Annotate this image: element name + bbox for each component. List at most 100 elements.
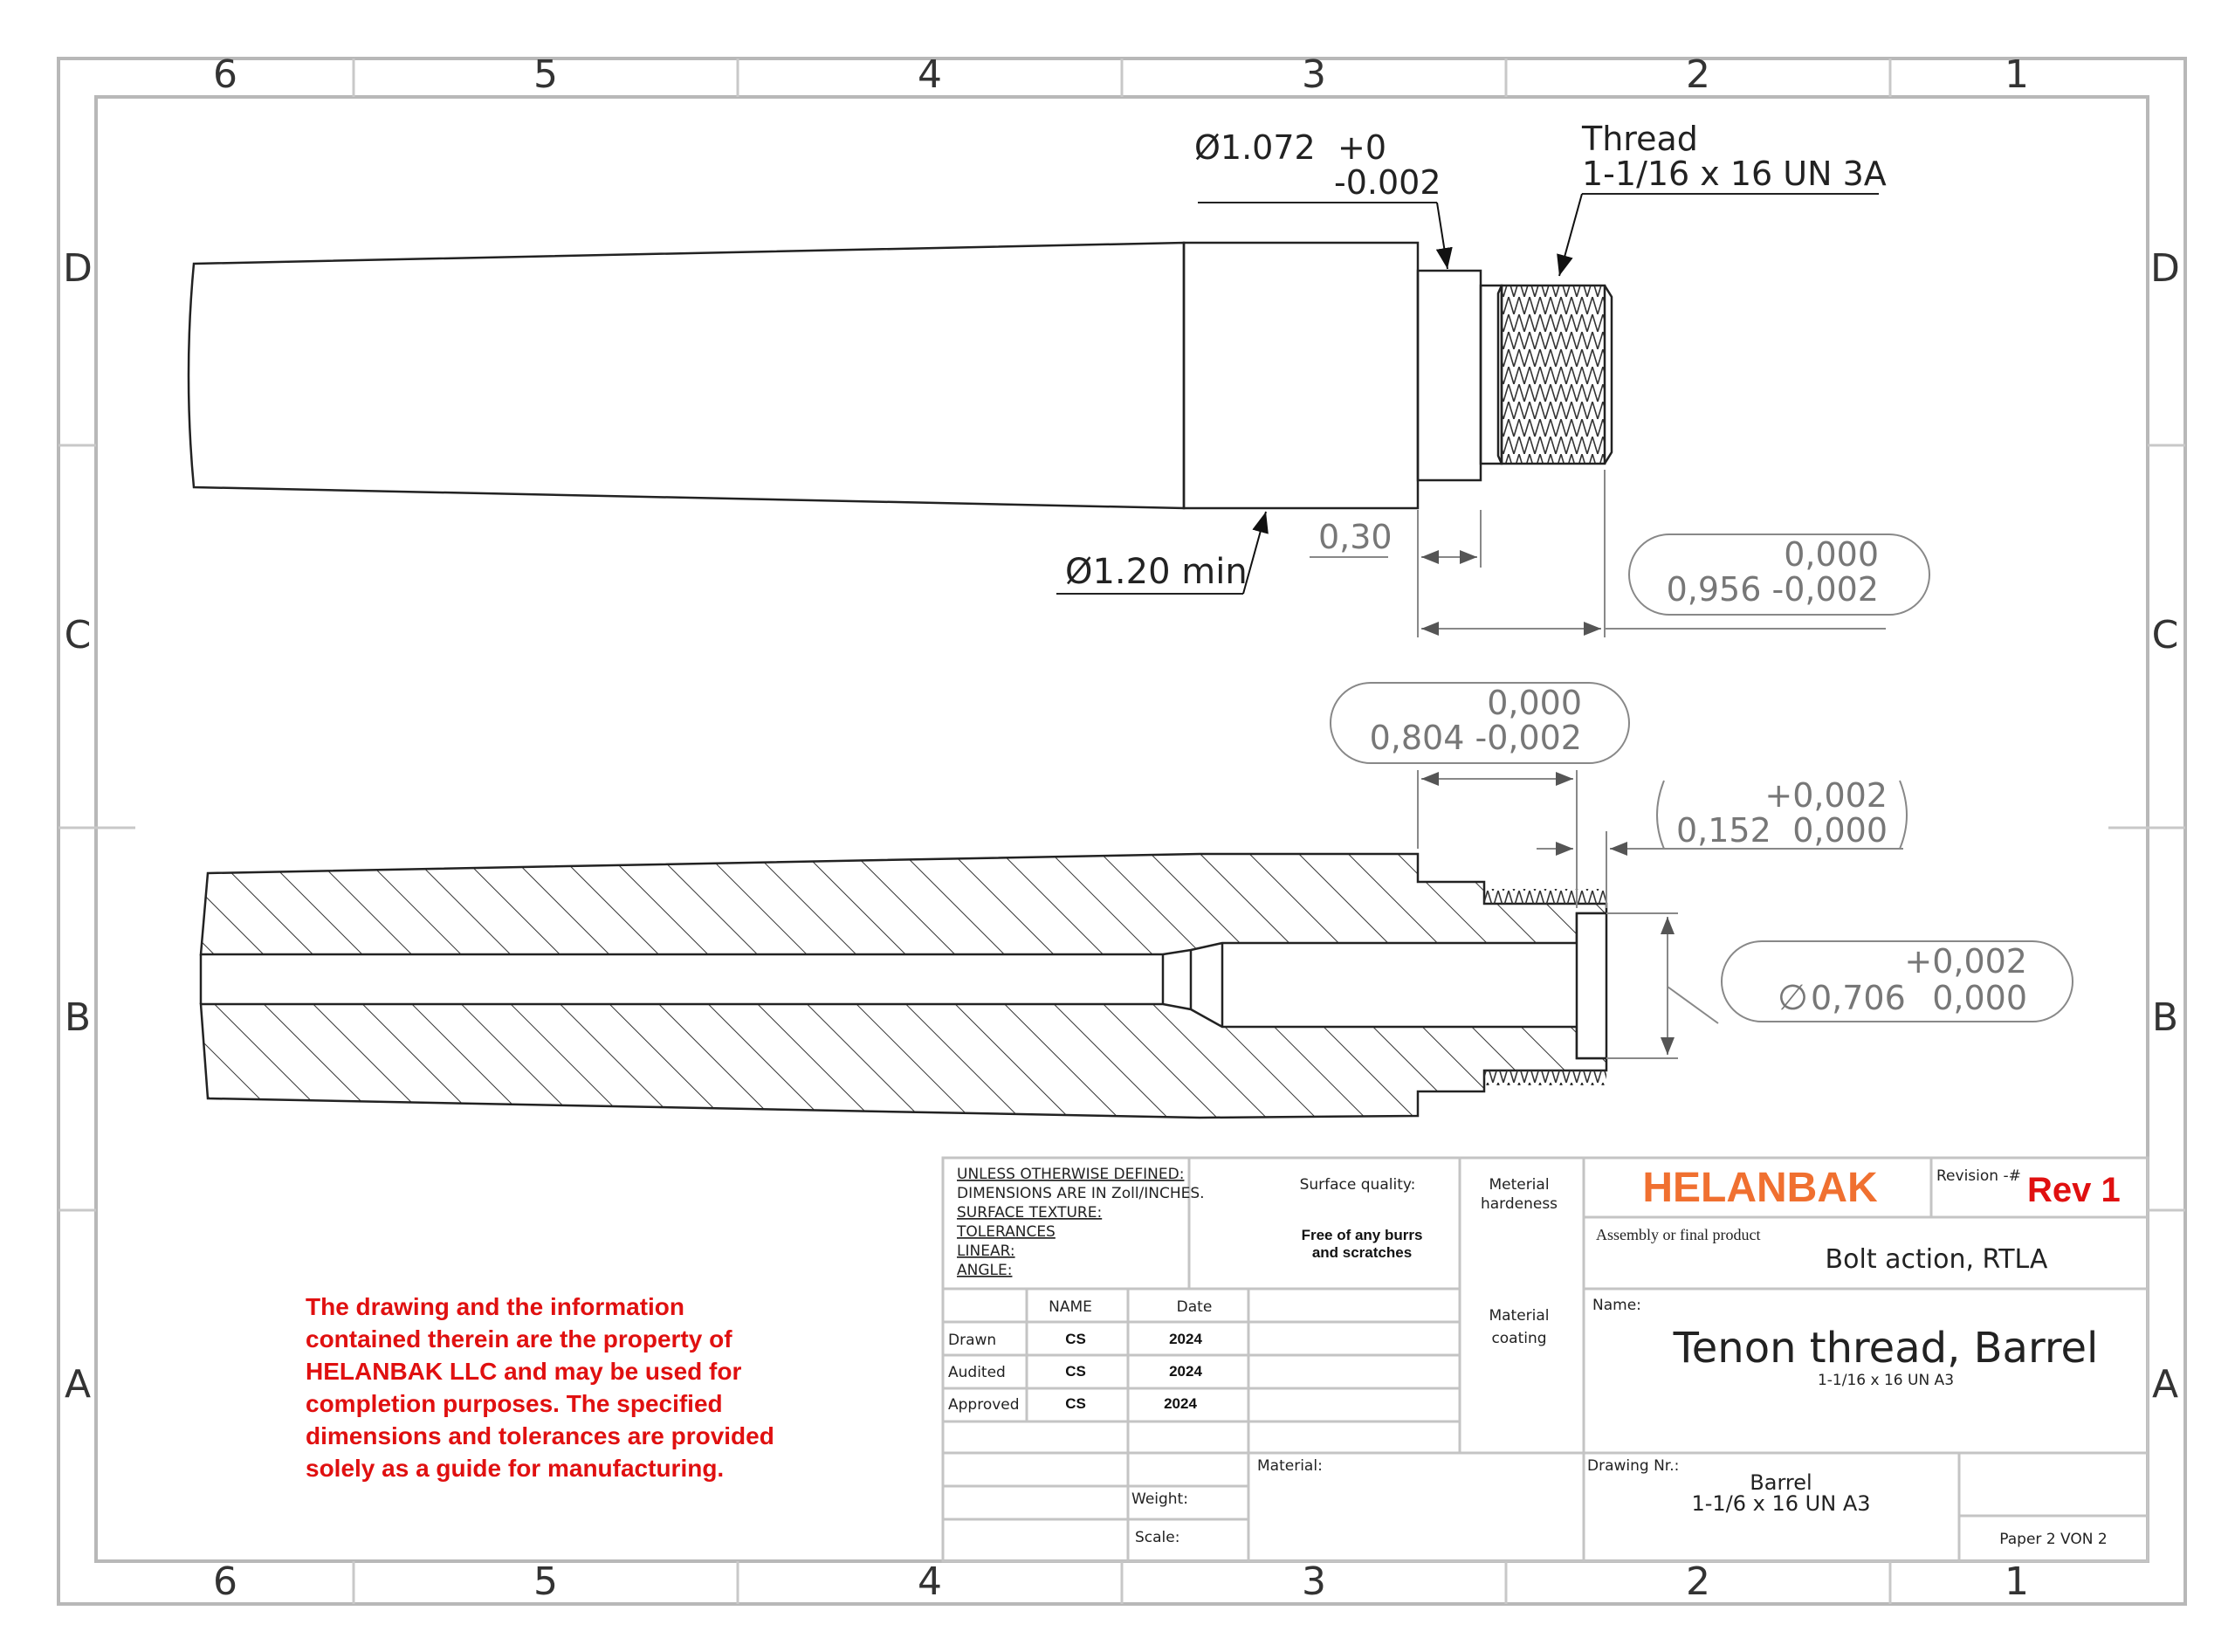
dim-tenon-diameter: Ø1.072 +0 -0.002 <box>1194 128 1453 270</box>
dim-recess-diameter-upper: +0,002 <box>1904 942 2027 981</box>
dim-recess-depth-upper: +0,002 <box>1764 776 1888 815</box>
property-notice-line-2: contained therein are the property of <box>306 1325 732 1353</box>
drawing-subtitle: 1-1/16 x 16 UN A3 <box>1818 1372 1954 1389</box>
drawing-title: Tenon thread, Barrel <box>1673 1324 2099 1373</box>
zone-col-5-top: 5 <box>533 52 558 97</box>
assembly-value: Bolt action, RTLA <box>1826 1244 2048 1275</box>
dim-relief-length: 0,30 <box>1310 510 1482 637</box>
dim-bore-depth-upper: 0,000 <box>1487 684 1582 722</box>
zone-labels-left: D C B A <box>63 246 93 1407</box>
property-notice-line-6: solely as a guide for manufacturing. <box>306 1455 724 1482</box>
drawing-number-line-1: Barrel <box>1750 1470 1812 1495</box>
dim-thread-length: 0,000 0,956 -0,002 <box>1421 470 1930 637</box>
zone-row-b-left: B <box>65 995 91 1040</box>
approvals-row-1-date: 2024 <box>1169 1331 1202 1347</box>
scale-label: Scale: <box>1135 1529 1179 1546</box>
dim-bore-depth: 0,000 0,804 -0,002 <box>1330 682 1630 908</box>
surface-quality-value-1: Free of any burrs <box>1302 1227 1423 1243</box>
material-label: Material: <box>1257 1457 1323 1475</box>
zone-col-3-top: 3 <box>1302 52 1326 97</box>
drawing-number-label: Drawing Nr.: <box>1587 1457 1679 1475</box>
zone-row-c-left: C <box>65 613 92 657</box>
zone-labels-bottom: 6 5 4 3 2 1 <box>213 1559 2029 1604</box>
zone-col-3-bottom: 3 <box>1302 1559 1326 1604</box>
default-line-5: LINEAR: <box>957 1242 1015 1260</box>
default-line-3: SURFACE TEXTURE: <box>957 1204 1102 1222</box>
dim-recess-depth-lower: 0,000 <box>1792 811 1888 850</box>
approvals-row-3-role: Approved <box>948 1396 1020 1414</box>
coating-label-1: Material <box>1489 1307 1549 1325</box>
property-notice: The drawing and the information containe… <box>306 1293 774 1482</box>
default-line-4: TOLERANCES <box>956 1223 1056 1241</box>
barrel-section-view <box>199 852 1608 1119</box>
zone-col-5-bottom: 5 <box>533 1559 558 1604</box>
dim-tenon-diameter-value: Ø1.072 <box>1194 128 1316 167</box>
zone-col-6-top: 6 <box>213 52 237 97</box>
zone-row-d-left: D <box>63 246 93 291</box>
approvals-row-2-name: CS <box>1065 1363 1086 1380</box>
approvals-header-date: Date <box>1177 1298 1213 1316</box>
dim-relief-length-value: 0,30 <box>1318 518 1393 556</box>
default-line-1: UNLESS OTHERWISE DEFINED: <box>957 1166 1184 1183</box>
dim-thread-length-upper: 0,000 <box>1784 535 1879 574</box>
surface-quality-label: Surface quality: <box>1300 1176 1416 1194</box>
dim-recess-diameter-lower: 0,000 <box>1932 979 2027 1017</box>
dim-bore-depth-main: 0,804 -0,002 <box>1370 719 1582 757</box>
approvals-row-3-date: 2024 <box>1164 1395 1197 1412</box>
default-line-6: ANGLE: <box>957 1262 1012 1279</box>
zone-labels-right: D C B A <box>2150 246 2180 1407</box>
dim-shank-diameter-value: Ø1.20 min <box>1065 552 1248 592</box>
surface-quality-value-2: and scratches <box>1312 1244 1412 1261</box>
approvals-row-1-role: Drawn <box>948 1332 996 1349</box>
zone-labels-top: 6 5 4 3 2 1 <box>213 52 2029 97</box>
zone-col-4-bottom: 4 <box>918 1559 942 1604</box>
name-label: Name: <box>1592 1297 1641 1314</box>
barrel-side-view <box>187 241 1613 510</box>
approvals-row-2-date: 2024 <box>1169 1363 1202 1380</box>
dim-tenon-diameter-upper: +0 <box>1338 128 1386 167</box>
tolerance-defaults: UNLESS OTHERWISE DEFINED: DIMENSIONS ARE… <box>956 1166 1205 1279</box>
zone-col-4-top: 4 <box>918 52 942 97</box>
approvals-row-2-role: Audited <box>948 1364 1006 1381</box>
company-logo: HELANBAK <box>1642 1165 1878 1211</box>
zone-col-1-top: 1 <box>2005 52 2029 97</box>
hardness-label-1: Meterial <box>1489 1176 1549 1194</box>
default-line-2: DIMENSIONS ARE IN Zoll/INCHES. <box>957 1185 1205 1202</box>
zone-col-1-bottom: 1 <box>2005 1559 2029 1604</box>
title-block: UNLESS OTHERWISE DEFINED: DIMENSIONS ARE… <box>941 1156 2149 1563</box>
zone-col-2-top: 2 <box>1686 52 1710 97</box>
assembly-label: Assembly or final product <box>1596 1226 1760 1243</box>
zone-row-d-right: D <box>2150 246 2180 291</box>
property-notice-line-3: HELANBAK LLC and may be used for <box>306 1358 741 1385</box>
weight-label: Weight: <box>1131 1490 1188 1508</box>
dim-thread-line1: Thread <box>1581 120 1698 158</box>
zone-row-a-left: A <box>65 1362 91 1407</box>
approvals-header-name: NAME <box>1049 1298 1092 1316</box>
dim-thread-length-main: 0,956 -0,002 <box>1667 570 1879 609</box>
zone-row-c-right: C <box>2152 613 2179 657</box>
revision-label: Revision -# <box>1936 1167 2021 1185</box>
approvals-row-3-name: CS <box>1065 1395 1086 1412</box>
dim-recess-diameter-symbol: ∅ <box>1778 978 1808 1018</box>
dim-recess-diameter-main: 0,706 <box>1811 979 1906 1017</box>
drawing-number-line-2: 1-1/6 x 16 UN A3 <box>1691 1491 1870 1516</box>
approvals-row-1-name: CS <box>1065 1331 1086 1347</box>
hardness-label-2: hardeness <box>1481 1195 1558 1213</box>
property-notice-line-5: dimensions and tolerances are provided <box>306 1422 774 1449</box>
zone-row-a-right: A <box>2152 1362 2178 1407</box>
property-notice-line-1: The drawing and the information <box>306 1293 684 1320</box>
property-notice-line-4: completion purposes. The specified <box>306 1390 723 1417</box>
paper-count: Paper 2 VON 2 <box>1999 1531 2107 1548</box>
dim-recess-depth: +0,002 0,152 0,000 <box>1537 776 1908 908</box>
dim-recess-diameter: ∅ 0,706 +0,002 0,000 <box>1606 912 2073 1059</box>
zone-col-6-bottom: 6 <box>213 1559 237 1604</box>
dim-recess-depth-main: 0,152 <box>1676 811 1771 850</box>
dim-tenon-diameter-lower: -0.002 <box>1334 163 1441 202</box>
dim-thread-callout: Thread 1-1/16 x 16 UN 3A <box>1557 120 1887 277</box>
zone-col-2-bottom: 2 <box>1686 1559 1710 1604</box>
zone-row-b-right: B <box>2152 995 2178 1040</box>
revision-value: Rev 1 <box>2027 1171 2121 1209</box>
dim-thread-line2: 1-1/16 x 16 UN 3A <box>1582 155 1887 193</box>
coating-label-2: coating <box>1491 1330 1546 1347</box>
